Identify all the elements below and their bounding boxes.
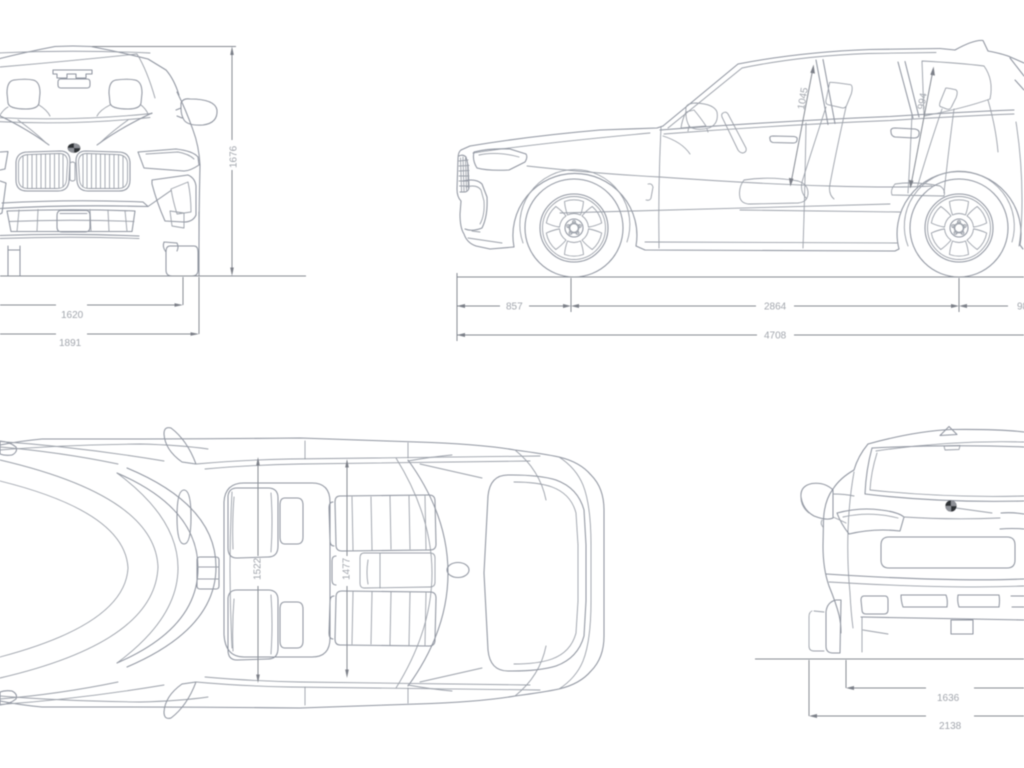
svg-text:1522: 1522 xyxy=(253,557,264,580)
svg-text:1477: 1477 xyxy=(342,557,353,580)
svg-text:2138: 2138 xyxy=(939,721,962,732)
svg-text:4708: 4708 xyxy=(764,331,787,342)
svg-text:1636: 1636 xyxy=(937,693,960,704)
svg-text:987: 987 xyxy=(1017,302,1024,313)
svg-text:857: 857 xyxy=(506,302,523,313)
svg-text:2864: 2864 xyxy=(764,302,787,313)
svg-text:1891: 1891 xyxy=(59,338,82,349)
svg-text:1620: 1620 xyxy=(61,310,84,321)
svg-text:994: 994 xyxy=(916,92,930,111)
svg-text:1676: 1676 xyxy=(229,145,240,168)
svg-text:1045: 1045 xyxy=(796,86,811,110)
